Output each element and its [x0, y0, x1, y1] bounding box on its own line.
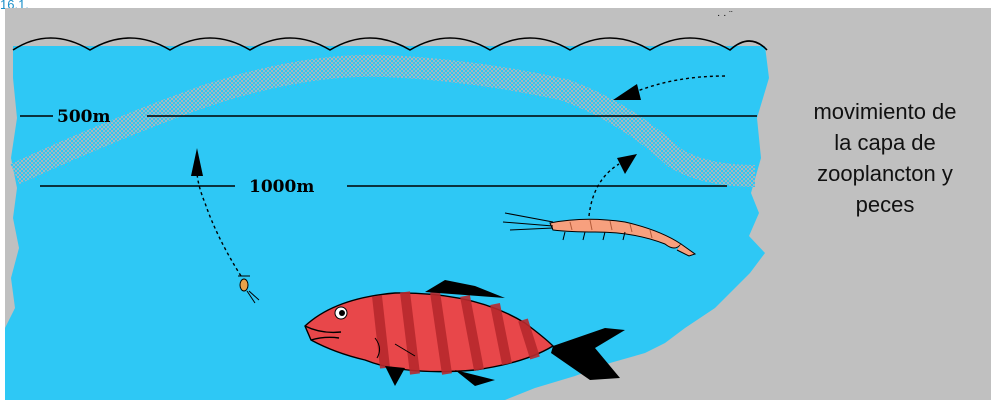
caption-line: la capa de — [795, 127, 975, 158]
depth-label-1000: 1000m — [249, 177, 314, 197]
caption-text: movimiento de la capa de zooplancton y p… — [795, 96, 975, 220]
diagram-stage: · · ¨ 500m 1000m — [5, 8, 991, 400]
caption-line: zooplancton y — [795, 158, 975, 189]
corner-marks: · · ¨ — [717, 10, 733, 21]
depth-label-500: 500m — [57, 107, 110, 127]
caption-line: peces — [795, 189, 975, 220]
caption-line: movimiento de — [795, 96, 975, 127]
